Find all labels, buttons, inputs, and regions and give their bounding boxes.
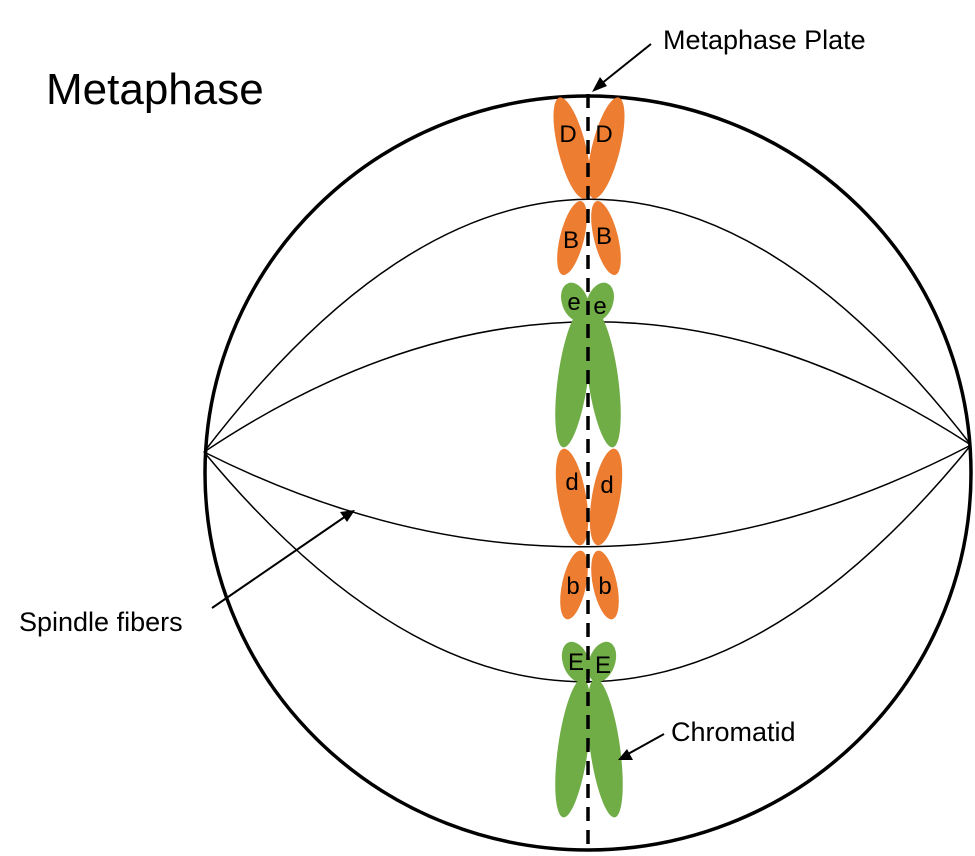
diagram-title: Metaphase (46, 65, 264, 114)
chromatid (591, 201, 621, 275)
allele-label: e (567, 289, 580, 316)
chromatid (585, 308, 621, 448)
allele-label: D (559, 121, 576, 148)
chromatid-label: Chromatid (671, 717, 796, 747)
chromatid (561, 641, 591, 683)
arrowhead-icon (618, 749, 633, 760)
allele-label: b (566, 573, 579, 600)
allele-label: D (595, 121, 612, 148)
allele-label: E (595, 652, 611, 679)
allele-label: d (600, 472, 613, 499)
chromosome-orange-db-upper: D D B B (553, 97, 625, 275)
arrowhead-icon (340, 510, 355, 522)
chromatid-arrow (618, 733, 665, 760)
spindle-fiber (203, 444, 972, 548)
chromatid (560, 550, 588, 620)
chromatid (555, 308, 591, 448)
allele-label: E (568, 649, 584, 676)
chromatid (553, 97, 591, 199)
chromatid (557, 201, 587, 275)
chromatid (591, 550, 619, 620)
chromatid (589, 448, 623, 546)
arrowhead-icon (592, 77, 607, 92)
allele-label: b (598, 573, 611, 600)
spindle-fibers-arrow (211, 510, 355, 609)
chromatid (555, 448, 589, 546)
metaphase-plate-arrow (592, 43, 652, 92)
chromosome-orange-db-lower: d d b b (555, 448, 623, 620)
chromatid (587, 678, 623, 818)
metaphase-plate-label: Metaphase Plate (663, 25, 866, 55)
chromatid (587, 641, 617, 683)
allele-label: d (565, 469, 578, 496)
chromatid (555, 678, 591, 818)
allele-label: B (563, 227, 579, 254)
chromosome-green-e: e e (555, 282, 621, 448)
chromatid (587, 97, 625, 199)
allele-label: e (593, 293, 606, 320)
chromosome-green-e-upper: E E (555, 641, 623, 818)
allele-label: B (596, 223, 612, 250)
spindle-fibers-label: Spindle fibers (19, 607, 183, 637)
